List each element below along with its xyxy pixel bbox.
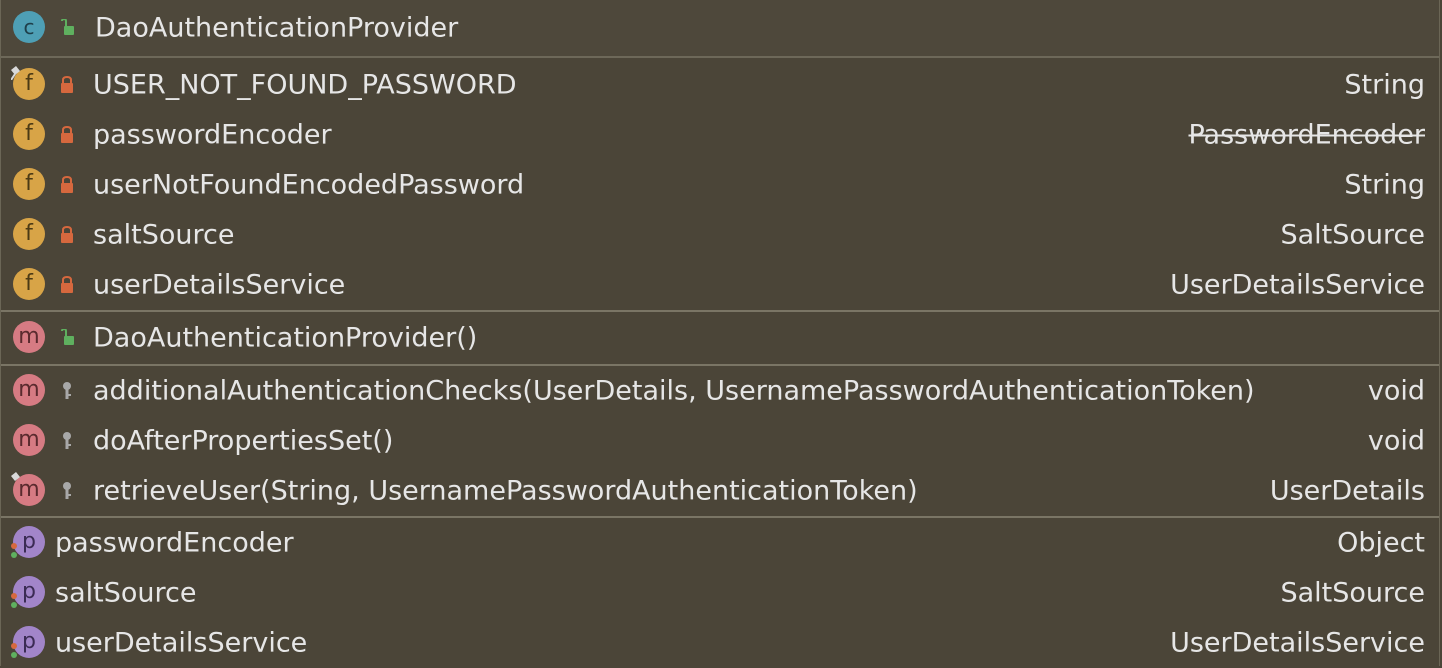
method-name: additionalAuthenticationChecks(UserDetai…	[93, 375, 1255, 407]
method-badge: m	[13, 321, 45, 353]
field-badge: f	[13, 218, 45, 250]
field-icon: f	[13, 268, 47, 302]
protected-key-icon	[63, 482, 71, 499]
list-item[interactable]: f saltSource SaltSource	[1, 210, 1439, 260]
protected-key-icon	[63, 432, 71, 449]
private-lock-icon	[61, 76, 73, 93]
protected-key-icon	[63, 382, 71, 399]
method-return-type: UserDetails	[1269, 475, 1425, 507]
property-name: passwordEncoder	[55, 527, 294, 559]
private-lock-icon	[61, 226, 73, 243]
class-header[interactable]: c DaoAuthenticationProvider	[1, 0, 1439, 58]
constructor-name: DaoAuthenticationProvider()	[93, 322, 478, 354]
getter-setter-icon	[11, 543, 17, 558]
property-icon: p	[11, 576, 47, 610]
list-item[interactable]: f USER_NOT_FOUND_PASSWORD String	[1, 60, 1439, 110]
field-badge: f	[13, 118, 45, 150]
field-icon: f	[13, 118, 47, 152]
property-type: Object	[1337, 527, 1425, 559]
method-name: retrieveUser(String, UsernamePasswordAut…	[93, 475, 918, 507]
field-type: SaltSource	[1280, 219, 1425, 251]
list-item[interactable]: m DaoAuthenticationProvider()	[1, 312, 1439, 364]
list-item[interactable]: m doAfterPropertiesSet() void	[1, 416, 1439, 466]
class-title: DaoAuthenticationProvider	[95, 12, 459, 44]
fields-section: f USER_NOT_FOUND_PASSWORD String f pass	[1, 58, 1439, 312]
list-item[interactable]: p userDetailsService UserDetailsService	[1, 618, 1439, 668]
list-item[interactable]: m retrieveUser(String, UsernamePasswordA…	[1, 466, 1439, 516]
method-badge: m	[13, 424, 45, 456]
field-type: String	[1344, 169, 1425, 201]
method-badge: m	[13, 474, 45, 506]
field-name: USER_NOT_FOUND_PASSWORD	[93, 69, 517, 101]
property-name: userDetailsService	[55, 627, 308, 659]
list-item[interactable]: f userNotFoundEncodedPassword String	[1, 160, 1439, 210]
property-type: SaltSource	[1280, 577, 1425, 609]
property-badge: p	[13, 626, 45, 658]
field-icon: f	[13, 168, 47, 202]
field-type: String	[1344, 69, 1425, 101]
property-icon: p	[11, 526, 47, 560]
properties-section: p passwordEncoder Object p saltSource Sa…	[1, 518, 1439, 668]
getter-setter-icon	[11, 643, 17, 658]
field-name: saltSource	[93, 219, 235, 251]
methods-section: m additionalAuthenticationChecks(UserDet…	[1, 366, 1439, 518]
field-name: userDetailsService	[93, 269, 346, 301]
method-icon: m	[11, 472, 47, 508]
field-badge: f	[13, 268, 45, 300]
class-badge: c	[13, 11, 45, 43]
list-item[interactable]: m additionalAuthenticationChecks(UserDet…	[1, 366, 1439, 416]
field-type: UserDetailsService	[1170, 269, 1425, 301]
method-return-type: void	[1367, 425, 1425, 457]
public-unlock-icon	[61, 19, 74, 35]
field-name: userNotFoundEncodedPassword	[93, 169, 525, 201]
field-type-deprecated: PasswordEncoder	[1188, 119, 1425, 151]
override-mark-icon	[11, 472, 20, 481]
private-lock-icon	[61, 276, 73, 293]
list-item[interactable]: p saltSource SaltSource	[1, 568, 1439, 618]
private-lock-icon	[61, 176, 73, 193]
field-badge: f	[13, 168, 45, 200]
list-item[interactable]: p passwordEncoder Object	[1, 518, 1439, 568]
method-icon: m	[13, 424, 47, 458]
property-badge: p	[13, 576, 45, 608]
property-icon: p	[11, 626, 47, 660]
property-name: saltSource	[55, 577, 197, 609]
field-icon: f	[13, 218, 47, 252]
constructors-section: m DaoAuthenticationProvider()	[1, 312, 1439, 366]
class-icon: c	[13, 11, 47, 45]
property-type: UserDetailsService	[1170, 627, 1425, 659]
method-badge: m	[13, 374, 45, 406]
public-unlock-icon	[61, 329, 74, 345]
method-name: doAfterPropertiesSet()	[93, 425, 394, 457]
method-icon: m	[13, 321, 47, 355]
list-item[interactable]: f passwordEncoder PasswordEncoder	[1, 110, 1439, 160]
getter-setter-icon	[11, 593, 17, 608]
method-icon: m	[13, 374, 47, 408]
property-badge: p	[13, 526, 45, 558]
static-pin-icon	[11, 66, 20, 80]
method-return-type: void	[1367, 375, 1425, 407]
field-icon: f	[11, 66, 47, 102]
field-name: passwordEncoder	[93, 119, 332, 151]
list-item[interactable]: f userDetailsService UserDetailsService	[1, 260, 1439, 310]
field-badge: f	[13, 68, 45, 100]
private-lock-icon	[61, 126, 73, 143]
